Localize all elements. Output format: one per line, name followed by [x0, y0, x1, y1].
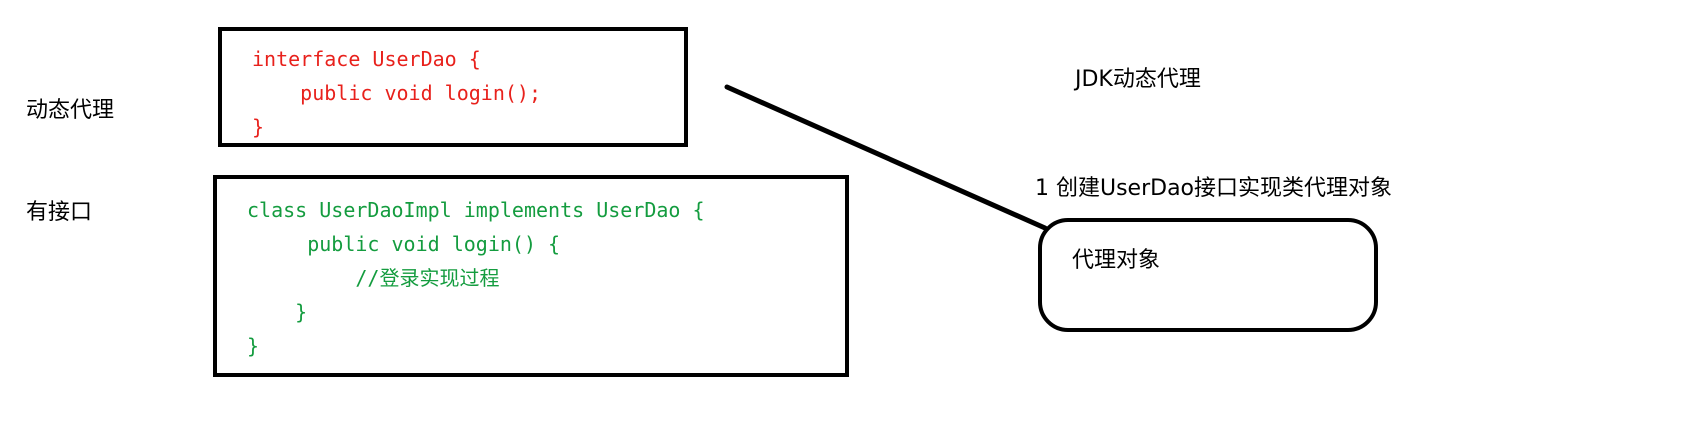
jdk-dynamic-proxy-title: JDK动态代理	[1075, 67, 1201, 92]
impl-code-line-1: class UserDaoImpl implements UserDao {	[247, 198, 705, 222]
impl-code-line-3: //登录实现过程	[247, 266, 500, 290]
proxy-object-label: 代理对象	[1072, 248, 1161, 273]
impl-code-box: class UserDaoImpl implements UserDao { p…	[213, 175, 849, 377]
interface-code-line-3: }	[252, 115, 265, 139]
impl-code-line-5: }	[247, 334, 260, 358]
impl-code-line-2: public void login() {	[247, 232, 561, 256]
step-1-text: 1 创建UserDao接口实现类代理对象	[1035, 176, 1393, 201]
dynamic-proxy-note: 动态代理 有接口	[26, 26, 114, 264]
interface-code-box: interface UserDao { public void login();…	[218, 27, 688, 147]
interface-code-line-1: interface UserDao {	[252, 47, 481, 71]
interface-code-line-2: public void login();	[252, 81, 541, 105]
dynamic-proxy-label: 动态代理	[26, 98, 115, 123]
impl-code-line-4: }	[247, 300, 308, 324]
proxy-object-box: 代理对象	[1038, 218, 1378, 332]
has-interface-label: 有接口	[26, 200, 93, 225]
